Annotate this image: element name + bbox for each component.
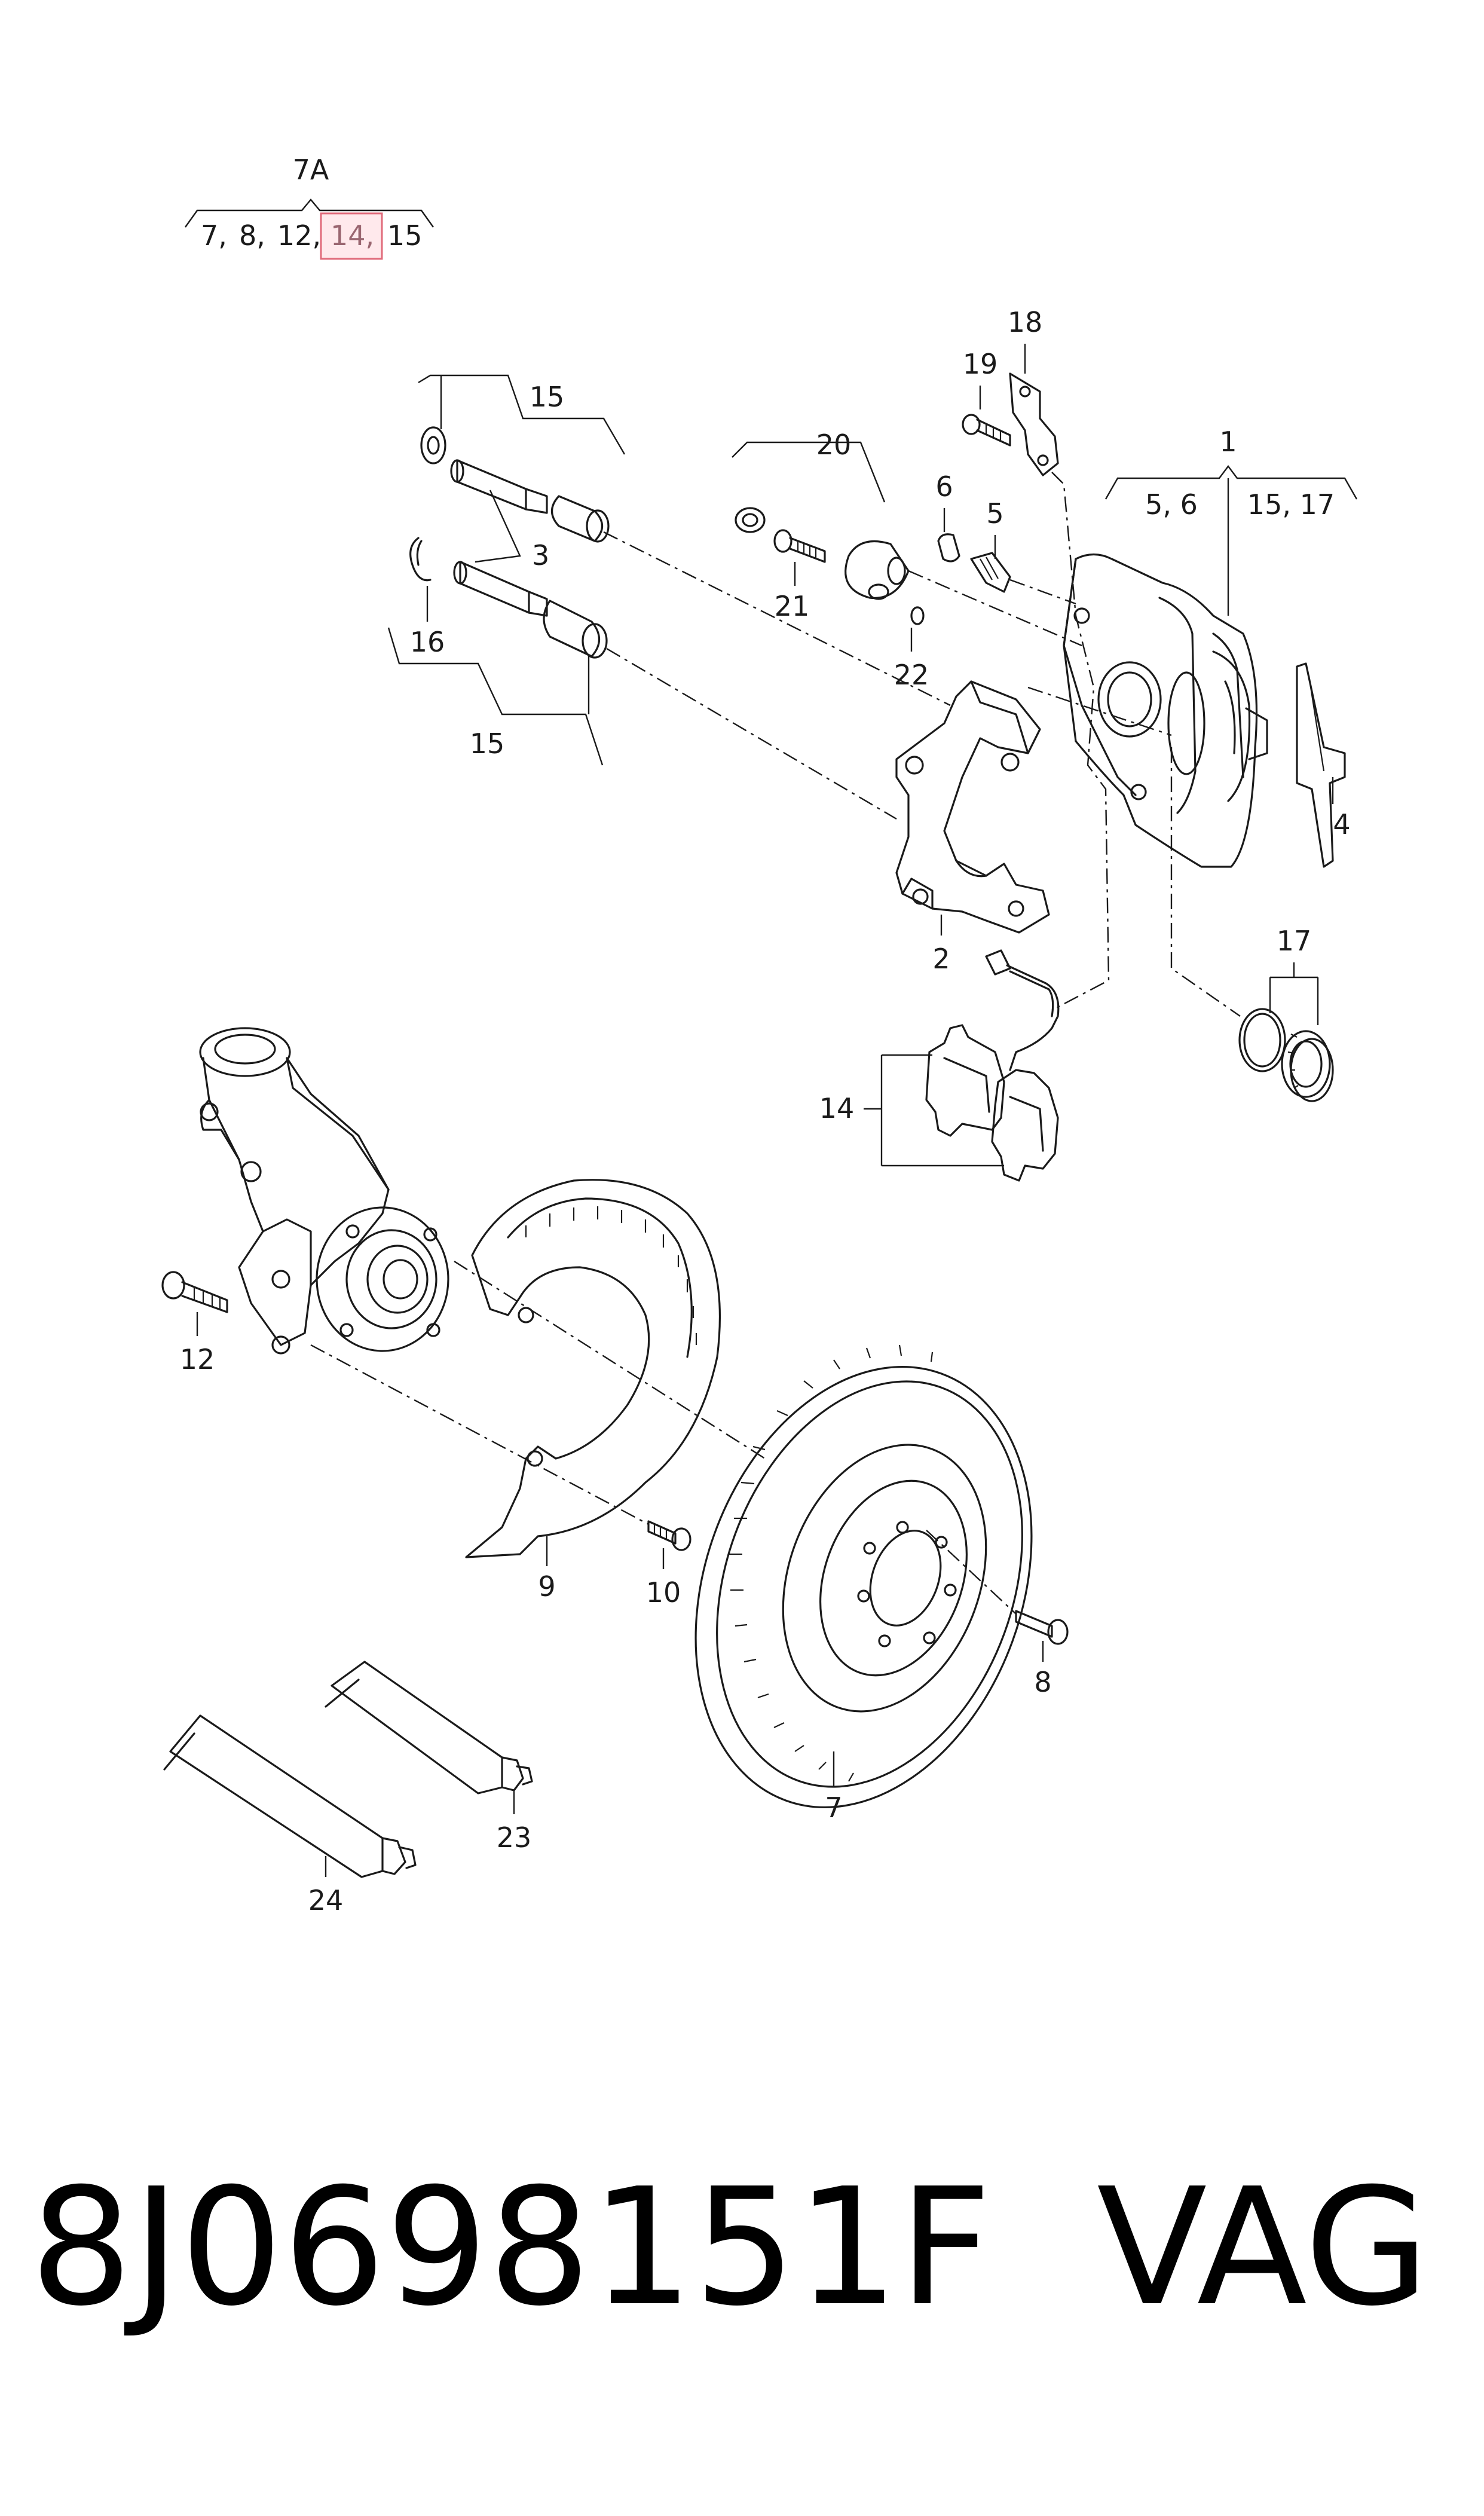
callout-8: 8 [1034,1666,1051,1698]
callout-2: 2 [932,943,950,975]
splash-shield-group: 9 10 [465,1179,721,1609]
caliper-group: 1 5, 6 15, 17 [1063,426,1358,868]
carrier-group: 2 [895,680,1050,975]
header-item-15: 15 [387,219,423,252]
brand-text: VAG [1097,2153,1430,2341]
hose-bracket-group: 18 19 [962,306,1059,476]
header-group-label: 7A [293,154,329,186]
callout-24: 24 [308,1884,344,1916]
callout-5: 5 [986,497,1003,530]
callout-9: 9 [538,1570,555,1603]
paste-tube-group: 23 24 [163,1661,533,1916]
header-item-7: 7, [201,219,227,252]
callout-14: 14 [819,1092,855,1124]
callout-20: 20 [816,429,852,461]
bushing-group: 20 21 22 [732,429,929,691]
callout-15-bottom: 15 [470,727,505,760]
callout-1: 1 [1219,426,1237,458]
highlighted-item-box[interactable] [320,212,383,260]
brake-pads-group: 14 [819,949,1060,1182]
header-group: 7A 7, 8, 12, 14, 15 [185,154,434,260]
callout-6: 6 [935,470,953,503]
callout-23: 23 [497,1821,532,1854]
brake-disc-group: 8 7 [694,1344,1069,1824]
assembly-lines [310,472,1241,1615]
callout-19: 19 [963,348,998,380]
callout-10: 10 [646,1576,681,1609]
callout-3: 3 [532,539,549,571]
callout-7: 7 [825,1792,842,1824]
bleeder-group: 6 5 [935,470,1011,593]
header-item-14[interactable]: 14, [331,219,374,252]
callout-21: 21 [775,590,810,622]
knuckle-group: 12 [161,1027,449,1375]
header-item-12: 12, [277,219,321,252]
callout-17: 17 [1277,925,1312,957]
seal-kit-group: 17 [1238,925,1334,1102]
header-item-8: 8, [239,219,265,252]
callout-12: 12 [180,1343,215,1375]
part-number-text: 8J0698151F [30,2153,992,2341]
callout-16: 16 [410,626,445,658]
callout-18: 18 [1008,306,1043,338]
guide-pin-kit: 15 3 16 15 [387,374,626,766]
callout-1-sub-a: 5, 6 [1145,488,1198,521]
callout-4: 4 [1333,808,1350,840]
callout-15-top: 15 [530,381,565,413]
spring-clip-group: 4 [1296,662,1351,868]
callout-1-sub-b: 15, 17 [1247,488,1335,521]
